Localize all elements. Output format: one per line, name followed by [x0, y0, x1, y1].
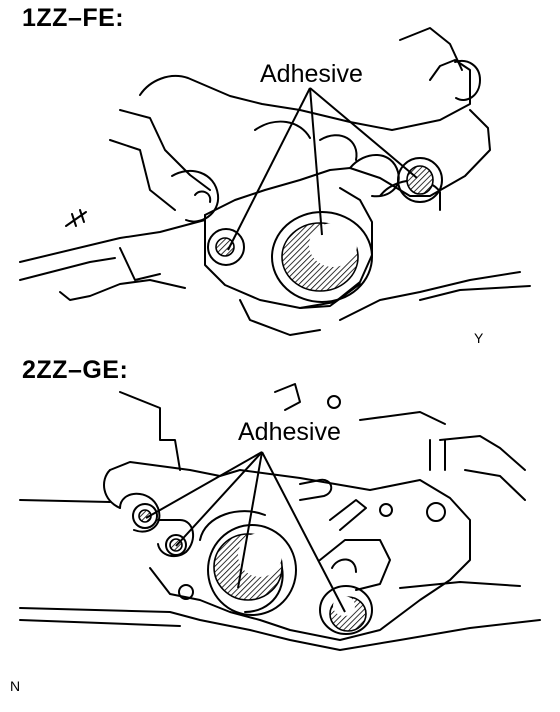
top-leader-lines [227, 87, 418, 251]
top-adhesive-areas [215, 165, 434, 292]
bottom-figure-code: N [10, 678, 21, 694]
bottom-leader-lines [145, 451, 346, 613]
bottom-adhesive-label: Adhesive [238, 418, 341, 446]
top-engine-drawing [19, 27, 531, 336]
top-engine-title: 1ZZ–FE: [22, 4, 125, 32]
top-adhesive-label: Adhesive [260, 60, 363, 88]
top-figure-code: Y [474, 330, 484, 346]
bottom-engine-drawing [19, 383, 541, 651]
bottom-engine-title: 2ZZ–GE: [22, 356, 129, 384]
